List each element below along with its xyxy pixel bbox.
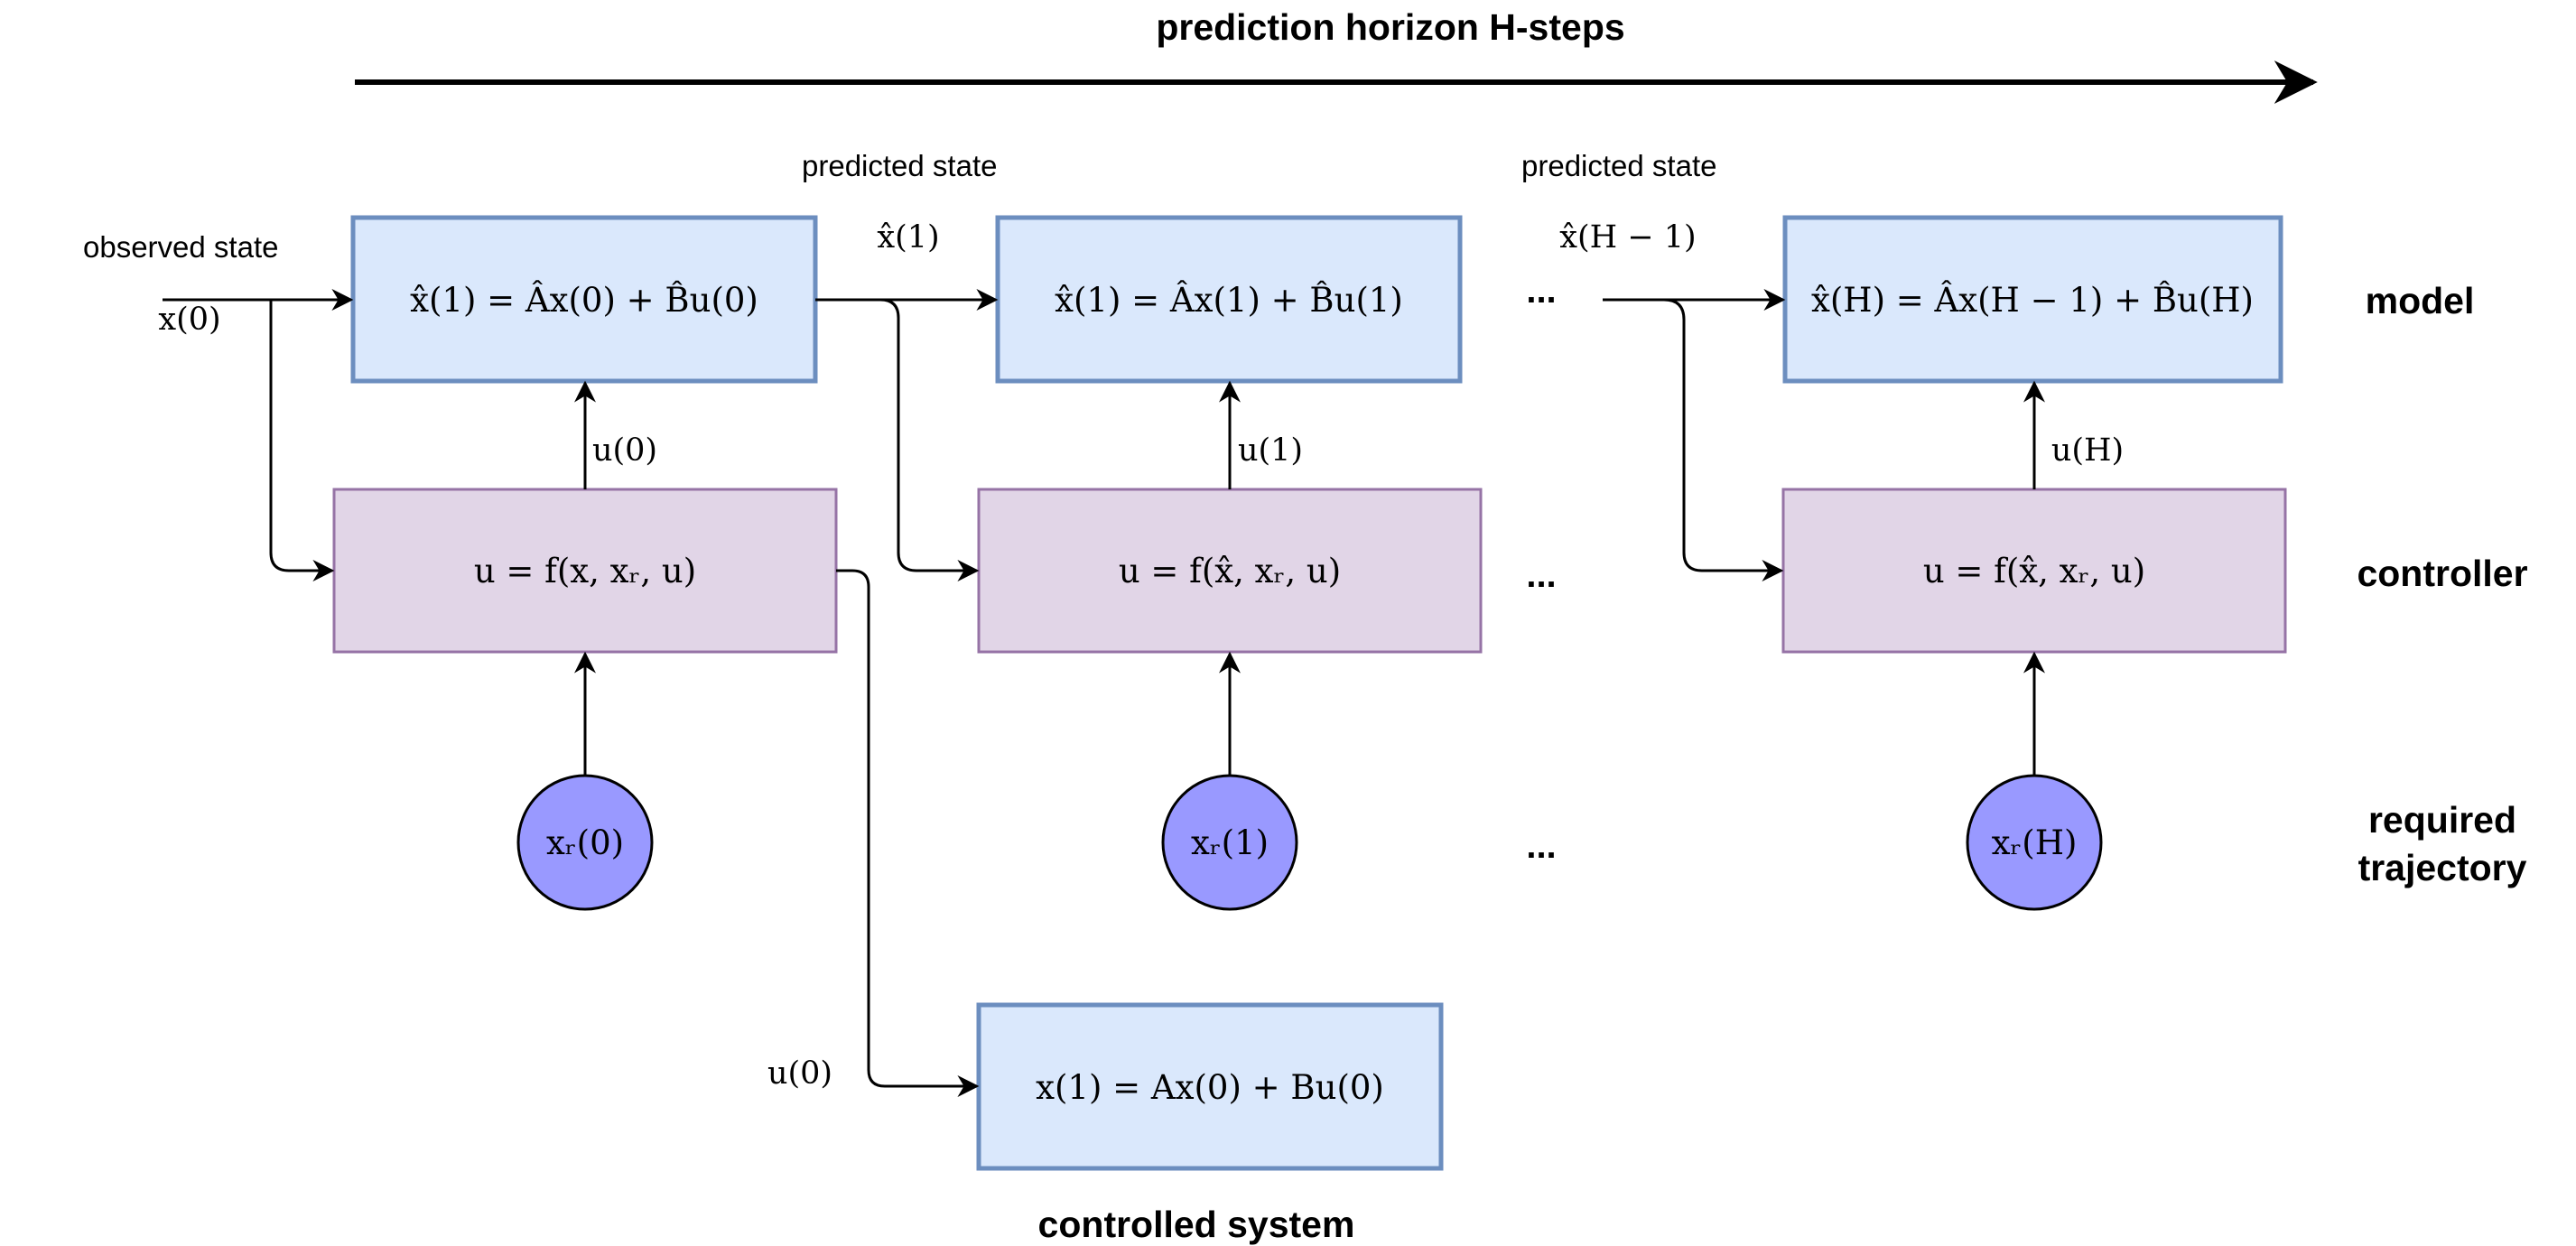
- edge-x0-to-controller-1: [269, 300, 335, 581]
- model-box-1-equation: x̂(1) = Âx(0) + B̂u(0): [410, 280, 758, 320]
- ellipsis-controller: ...: [1526, 555, 1556, 595]
- trajectory-node-2-label: xᵣ(1): [1191, 823, 1269, 862]
- controller-box-1-equation: u = f(x, xᵣ, u): [474, 552, 696, 590]
- controller-box-2: [977, 488, 1483, 654]
- predicted-state-label-1: predicted state: [802, 149, 997, 182]
- row-label-trajectory-2: trajectory: [2358, 847, 2527, 888]
- edge-controller-1-to-system: [836, 569, 980, 1097]
- edge-model-1-to-controller-2: [879, 298, 980, 581]
- trajectory-node-1-label: xᵣ(0): [546, 823, 624, 862]
- model-box-2: [995, 215, 1463, 384]
- ellipsis-model: ...: [1526, 271, 1556, 311]
- model-box-2-equation: x̂(1) = Âx(1) + B̂u(1): [1055, 280, 1403, 320]
- diagram-title: prediction horizon H-steps: [1156, 6, 1624, 48]
- row-label-model: model: [2366, 280, 2475, 321]
- row-label-trajectory-1: required: [2368, 799, 2516, 841]
- controller-box-3-equation: u = f(x̂, xᵣ, u): [1923, 552, 2145, 590]
- signal-xhat1: x̂(1): [877, 219, 939, 256]
- observed-state-label: observed state: [83, 230, 278, 264]
- predicted-state-label-2: predicted state: [1521, 149, 1716, 182]
- signal-u0-system: u(0): [767, 1055, 832, 1092]
- row-label-controller: controller: [2357, 553, 2527, 594]
- controlled-system-label: controlled system: [1038, 1204, 1355, 1245]
- signal-x0: x(0): [158, 302, 220, 338]
- controller-box-2-equation: u = f(x̂, xᵣ, u): [1119, 552, 1341, 590]
- signal-u0: u(0): [592, 432, 657, 469]
- signal-xhatHm1: x̂(H − 1): [1559, 219, 1696, 256]
- trajectory-node-3-label: xᵣ(H): [1992, 823, 2078, 862]
- controller-box-3: [1781, 488, 2287, 654]
- edge-into-controller-3: [1663, 298, 1784, 581]
- controlled-system-equation: x(1) = Ax(0) + Bu(0): [1036, 1068, 1384, 1107]
- connectors: [163, 289, 2045, 1097]
- signal-u1: u(1): [1238, 432, 1303, 469]
- controlled-system-box: [976, 1002, 1444, 1171]
- model-box-3-equation: x̂(H) = Âx(H − 1) + B̂u(H): [1811, 280, 2254, 320]
- ellipsis-trajectory: ...: [1526, 826, 1556, 866]
- signal-uH: u(H): [2051, 432, 2124, 469]
